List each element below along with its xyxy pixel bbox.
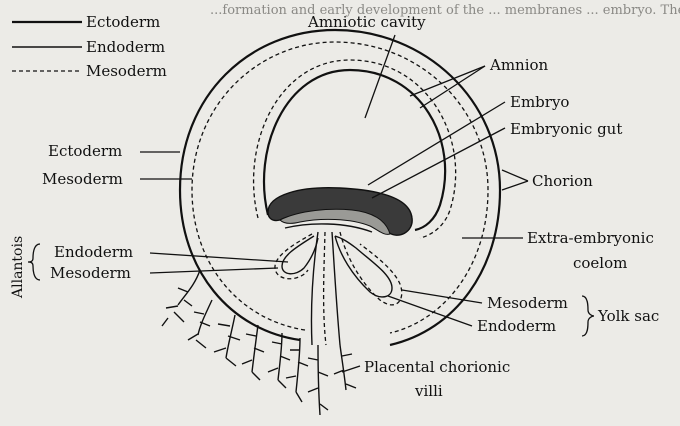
allantois-mesoderm-leader [150,268,278,273]
embryonic-gut-label: Embryonic gut [510,120,622,138]
yolk-sac-bracket [582,296,594,336]
ectoderm-left-label: Ectoderm [48,142,122,160]
allantois-endoderm-label: Endoderm [54,243,133,261]
extra-embryonic-label-line1: Extra-embryonic [527,229,654,247]
allantois-label: Allantois [10,236,26,299]
mesoderm-left-label: Mesoderm [42,170,123,188]
placental-label-line1: Placental chorionic [364,358,510,376]
amnion-leader-2 [420,66,485,108]
label-chorion: Chorion [502,170,593,190]
label-ectoderm-left: Ectoderm [48,142,180,160]
embryonic-gut-leader [372,128,505,198]
amniotic-cavity-label: Amniotic cavity [307,13,426,31]
amnion-label: Amnion [489,56,549,74]
legend-endoderm-label: Endoderm [86,38,165,56]
background-page-text: ...formation and early development of th… [210,3,680,18]
legend: Ectoderm Endoderm Mesoderm [12,13,167,80]
yolk-mesoderm-label: Mesoderm [487,294,568,312]
amniotic-cavity-leader [365,35,395,118]
connecting-stalk-dash [324,232,326,345]
extra-embryonic-label-line2: coelom [573,254,627,272]
label-mesoderm-left: Mesoderm [42,170,192,188]
placental-label-line2: villi [414,382,443,400]
chorion-leader-1 [502,170,528,181]
allantois-bracket [28,244,40,280]
allantois-mesoderm-label: Mesoderm [50,264,131,282]
placental-chorionic-villi [162,270,356,415]
embryo-label: Embryo [510,93,569,111]
yolk-endoderm-leader [388,296,472,326]
label-placental-villi: Placental chorionic villi [342,358,510,400]
embryo-leader [368,102,505,185]
yolk-sac-label: Yolk sac [597,307,659,325]
yolk-sac-endoderm [335,236,392,297]
gut-lining [285,224,372,232]
yolk-endoderm-label: Endoderm [477,317,556,335]
legend-mesoderm-label: Mesoderm [86,62,167,80]
allantois-endoderm-leader [150,253,288,262]
placental-leader [342,366,360,372]
legend-ectoderm-label: Ectoderm [86,13,160,31]
chorion-leader-2 [502,181,528,190]
label-amniotic-cavity: Amniotic cavity [307,13,426,118]
chorion-label: Chorion [532,172,593,190]
label-allantois: Allantois Endoderm Mesoderm [10,236,288,299]
amnion-leader-1 [410,66,485,96]
